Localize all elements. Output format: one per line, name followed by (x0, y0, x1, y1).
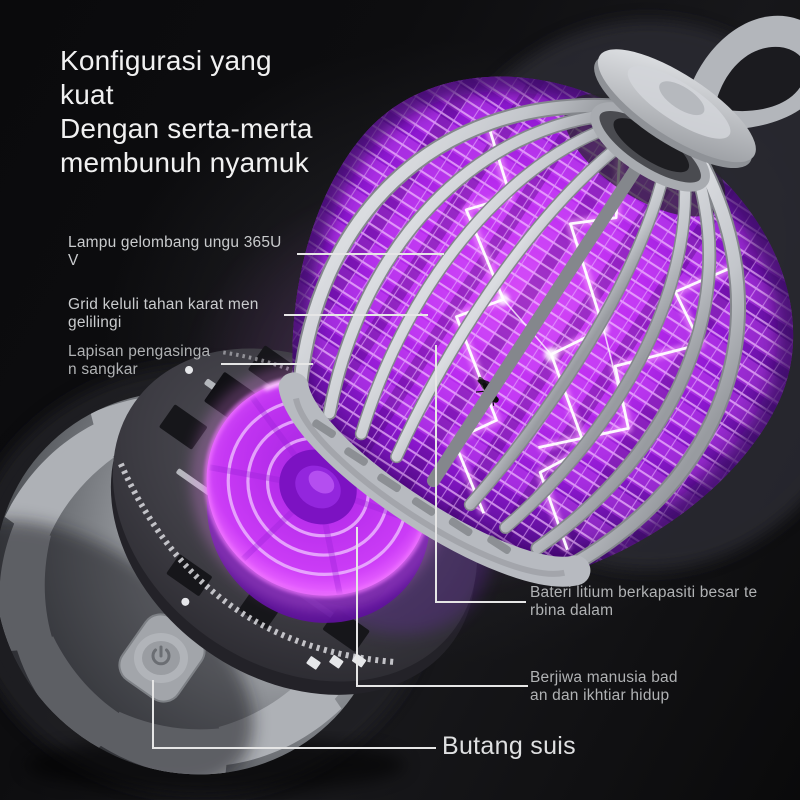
callout-steel-grid: Grid keluli tahan karat men gelilingi (68, 296, 259, 331)
callout-line-humanized (356, 527, 358, 687)
cage-bottom-rim (278, 372, 591, 587)
callout-switch: Butang suis (442, 732, 576, 760)
pcb-screws (181, 365, 473, 670)
callout-line-steel-grid (284, 314, 428, 316)
callout-insulation: Lapisan pengasinga n sangkar (68, 343, 211, 378)
callout-line-battery (435, 601, 526, 603)
pcb-edge-connector (118, 462, 398, 666)
headline-line: kuat (60, 79, 114, 110)
callout-line-switch (152, 747, 436, 749)
headline: Konfigurasi yang kuat Dengan serta-merta… (60, 44, 313, 180)
callout-line-switch (152, 680, 154, 749)
callout-line-battery (435, 345, 437, 603)
headline-line: membunuh nyamuk (60, 147, 309, 178)
callout-battery: Bateri litium berkapasiti besar te rbina… (530, 584, 758, 619)
callout-line-insulation (221, 363, 313, 365)
callout-uv-lamp: Lampu gelombang ungu 365U V (68, 234, 282, 269)
top-cap (590, 49, 756, 192)
power-icon (151, 645, 171, 666)
callout-line-humanized (356, 685, 528, 687)
headline-line: Konfigurasi yang (60, 45, 272, 76)
callout-humanized: Berjiwa manusia bad an dan ikhtiar hidup (530, 669, 678, 704)
callout-line-uv-lamp (297, 253, 444, 255)
headline-line: Dengan serta-merta (60, 113, 313, 144)
cage (242, 15, 800, 589)
